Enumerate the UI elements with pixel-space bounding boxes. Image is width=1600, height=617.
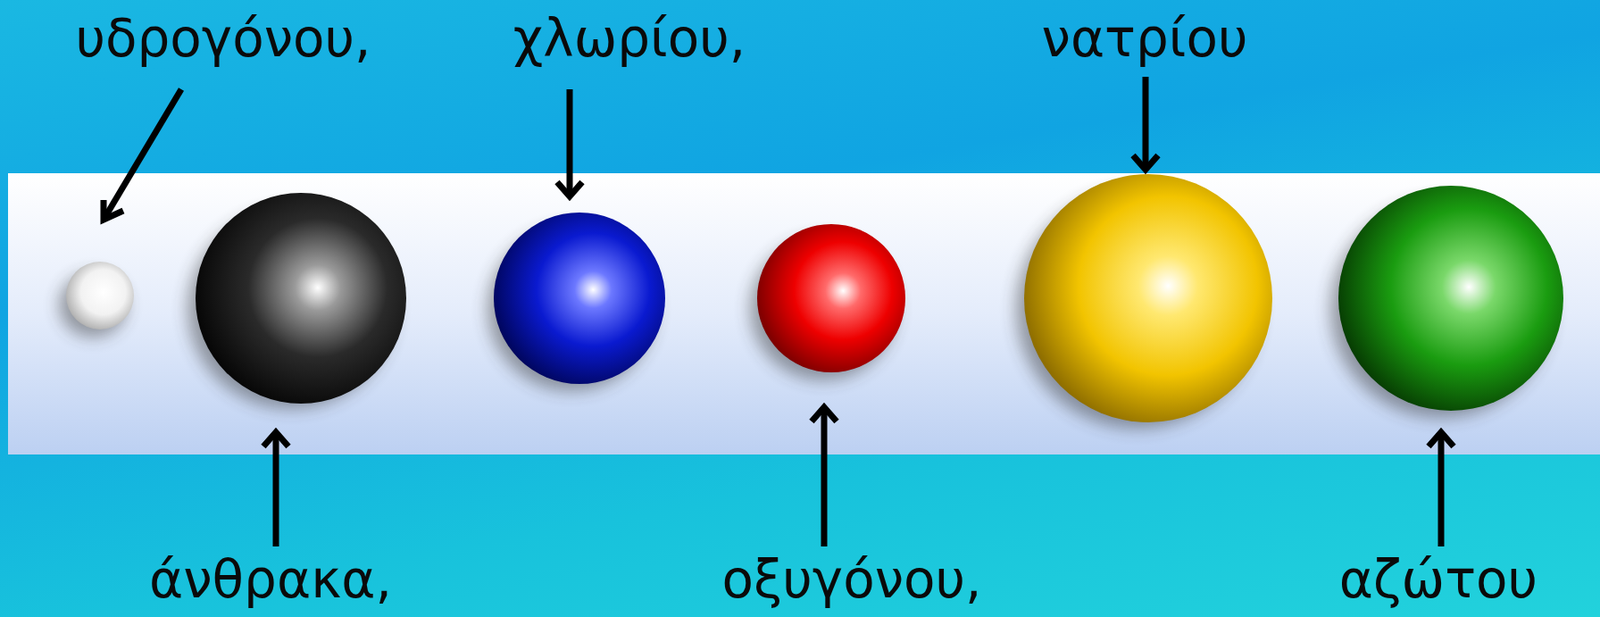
nitrogen-sphere	[1338, 185, 1564, 411]
hydrogen-sphere	[66, 261, 134, 330]
carbon-sphere	[195, 192, 407, 404]
element-label: αζώτου	[1339, 551, 1538, 609]
chlorine-sphere	[493, 212, 666, 384]
element-label: χλωρίου,	[513, 10, 746, 68]
oxygen-sphere	[757, 224, 906, 373]
sodium-sphere	[1024, 174, 1273, 423]
white-band	[8, 173, 1600, 455]
element-label: άνθρακα,	[149, 551, 392, 609]
element-label: οξυγόνου,	[721, 551, 982, 609]
element-label: νατρίου	[1041, 10, 1248, 68]
element-label: υδρογόνου,	[75, 10, 371, 68]
leader-arrows	[103, 76, 1454, 547]
